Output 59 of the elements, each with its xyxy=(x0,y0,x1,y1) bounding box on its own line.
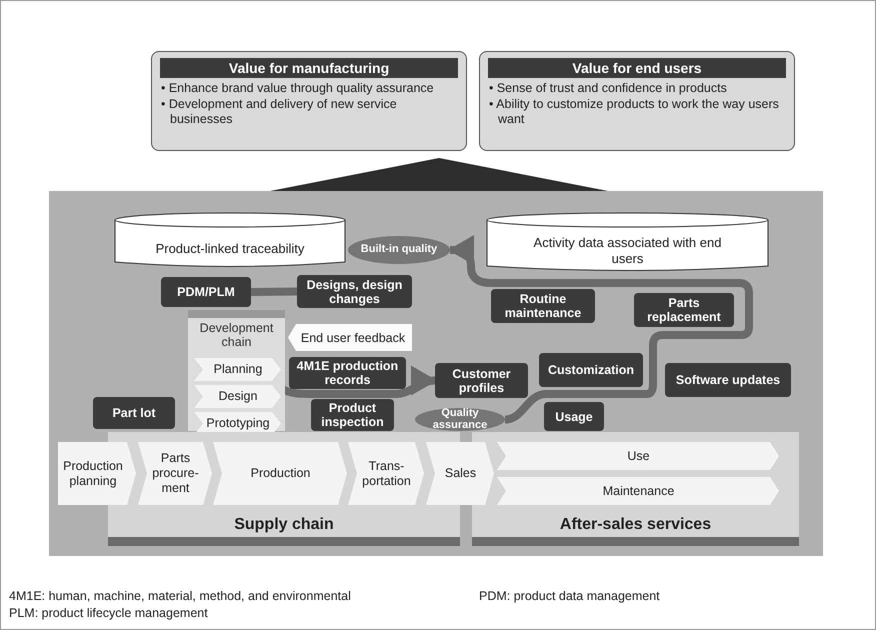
data-tag xyxy=(93,397,175,429)
footnote: PDM: product data management xyxy=(479,589,660,603)
node-label: End user feedback xyxy=(300,330,406,344)
node-label: Design xyxy=(218,389,258,404)
data-tag xyxy=(634,293,734,327)
data-tag xyxy=(544,402,604,431)
node-label: Software updates xyxy=(676,373,780,387)
flow-arrow xyxy=(448,235,753,424)
node-label: Prototyping xyxy=(206,416,270,431)
node-label: 4M1E production records xyxy=(296,359,400,387)
node-label: Built-in quality xyxy=(360,244,438,256)
process-step xyxy=(138,442,212,505)
node-label: Activity data associated with end users xyxy=(532,235,722,267)
node-label: Parts procure-ment xyxy=(151,451,200,496)
data-tag xyxy=(491,289,595,323)
bullet-text: • Development and delivery of new service businesses xyxy=(160,96,398,128)
node-label: Product inspection xyxy=(320,401,385,429)
chain-column xyxy=(188,310,285,431)
footnote: 4M1E: human, machine, material, method, and environmental xyxy=(9,589,351,603)
value-card xyxy=(479,51,795,151)
node-label: Planning xyxy=(214,362,262,377)
node-label: Usage xyxy=(555,410,593,424)
node-label: Customer profiles xyxy=(451,366,512,394)
node-label: Routine maintenance xyxy=(504,292,582,320)
pointer-triangle xyxy=(270,158,608,191)
band-title: After-sales services xyxy=(560,516,712,534)
data-tag xyxy=(665,363,791,397)
data-tag xyxy=(161,277,251,307)
node-label: Use xyxy=(627,448,650,464)
band-title: Supply chain xyxy=(234,516,334,534)
data-tag xyxy=(297,275,412,308)
node-label: Sales xyxy=(444,466,476,481)
bullet-text: • Enhance brand value through quality assurance xyxy=(160,81,435,97)
footnote: PLM: product lifecycle management xyxy=(9,606,208,620)
data-tag xyxy=(435,363,528,398)
node-label: Maintenance xyxy=(602,484,674,498)
node-label: Trans-portation xyxy=(361,458,412,488)
node-label: Production planning xyxy=(62,458,124,488)
node-label: Part lot xyxy=(112,406,156,420)
data-tag xyxy=(311,399,394,431)
node-label: Quality assurance xyxy=(432,408,488,432)
node-label: Designs, design changes xyxy=(306,278,404,306)
node-label: PDM/PLM xyxy=(177,285,235,299)
bullet-text: • Sense of trust and confidence in products xyxy=(488,81,728,97)
value-card xyxy=(151,51,467,151)
process-step xyxy=(213,442,347,505)
node-label: Production xyxy=(250,466,310,481)
data-tag xyxy=(289,357,406,389)
process-step xyxy=(58,442,136,505)
card-heading: Value for end users xyxy=(488,58,786,78)
bullet-text: • Ability to customize products to work the way users want xyxy=(488,96,780,128)
column-title: Development chain xyxy=(198,321,274,349)
card-heading: Value for manufacturing xyxy=(160,58,458,78)
feedback-tag xyxy=(288,324,412,351)
process-step xyxy=(348,442,424,505)
node-label: Customization xyxy=(548,363,634,377)
node-label: Product-linked traceability xyxy=(156,241,304,257)
data-tag xyxy=(539,353,643,387)
node-label: Parts replacement xyxy=(646,296,722,324)
